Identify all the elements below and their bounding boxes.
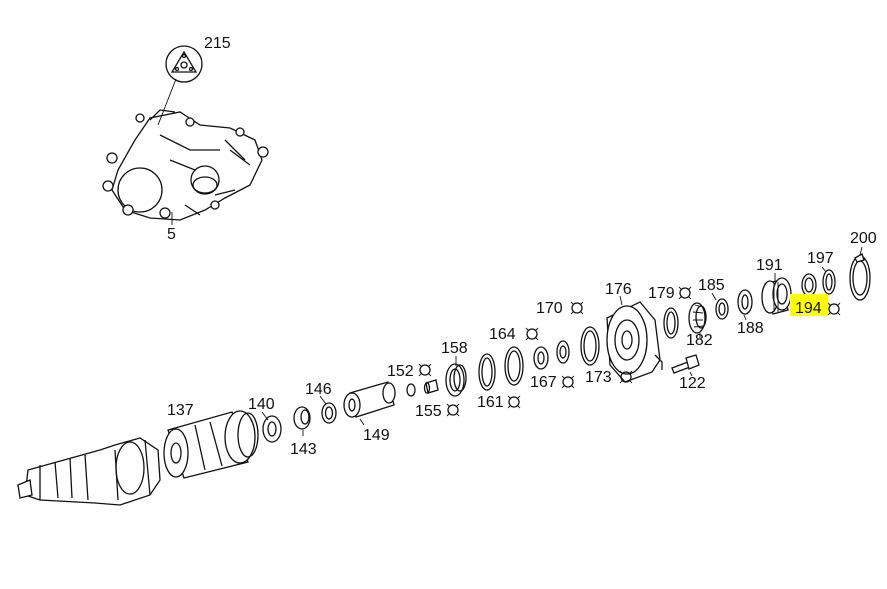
part-161[interactable]: [478, 353, 496, 391]
label-167: 167: [530, 374, 557, 391]
part-194[interactable]: [801, 273, 817, 297]
option-symbol-167: [561, 375, 575, 389]
inset-215-circle[interactable]: [165, 45, 203, 83]
label-185: 185: [698, 277, 725, 294]
option-symbol-170: [570, 301, 584, 315]
label-140: 140: [248, 396, 275, 413]
part-155[interactable]: [423, 379, 439, 394]
label-173: 173: [585, 369, 612, 386]
label-161: 161: [477, 394, 504, 411]
label-5: 5: [167, 226, 176, 243]
part-146[interactable]: [321, 402, 337, 424]
shaft-assembly[interactable]: [17, 437, 161, 506]
part-182[interactable]: [688, 302, 707, 334]
label-200: 200: [850, 230, 877, 247]
option-symbol-194: [827, 302, 841, 316]
leader-lines: [261, 246, 863, 436]
label-197: 197: [807, 250, 834, 267]
label-215: 215: [204, 35, 231, 52]
part-170[interactable]: [556, 340, 570, 364]
part-188[interactable]: [737, 289, 753, 315]
label-179: 179: [648, 285, 675, 302]
part-197[interactable]: [822, 269, 836, 295]
part-185[interactable]: [715, 298, 729, 320]
part-176-cover[interactable]: [606, 301, 663, 383]
label-191: 191: [756, 257, 783, 274]
part-200[interactable]: [849, 253, 871, 301]
leader-215: [157, 78, 177, 126]
part-140[interactable]: [262, 415, 282, 443]
label-194: 194: [795, 300, 822, 317]
option-symbol-173: [619, 370, 633, 384]
label-170: 170: [536, 300, 563, 317]
part-labels: 215 5 137 140 143 146 149 152 155 158 16…: [167, 35, 877, 458]
option-symbol-179: [678, 286, 692, 300]
part-143[interactable]: [293, 406, 311, 430]
part-137-housing[interactable]: [163, 410, 259, 479]
label-122: 122: [679, 375, 706, 392]
label-182: 182: [686, 332, 713, 349]
label-149: 149: [363, 427, 390, 444]
part-149[interactable]: [343, 381, 396, 418]
label-137: 137: [167, 402, 194, 419]
label-146: 146: [305, 381, 332, 398]
label-176: 176: [605, 281, 632, 298]
option-symbol-164: [525, 327, 539, 341]
part-191[interactable]: [761, 277, 792, 315]
part-152[interactable]: [406, 383, 416, 397]
part-122-bolt[interactable]: [671, 354, 700, 374]
option-symbol-161: [507, 395, 521, 409]
part-158[interactable]: [445, 363, 467, 397]
label-143: 143: [290, 441, 317, 458]
part-173[interactable]: [580, 326, 600, 366]
label-164: 164: [489, 326, 516, 343]
highlight-194: [790, 294, 828, 316]
part-167[interactable]: [533, 346, 549, 370]
label-155: 155: [415, 403, 442, 420]
label-158: 158: [441, 340, 468, 357]
label-188: 188: [737, 320, 764, 337]
main-assembly-5[interactable]: [102, 109, 269, 221]
part-179[interactable]: [663, 307, 679, 339]
part-164[interactable]: [504, 346, 524, 386]
option-symbols: [418, 286, 841, 417]
label-152: 152: [387, 363, 414, 380]
option-symbol-155: [446, 403, 460, 417]
option-symbol-152: [418, 363, 432, 377]
